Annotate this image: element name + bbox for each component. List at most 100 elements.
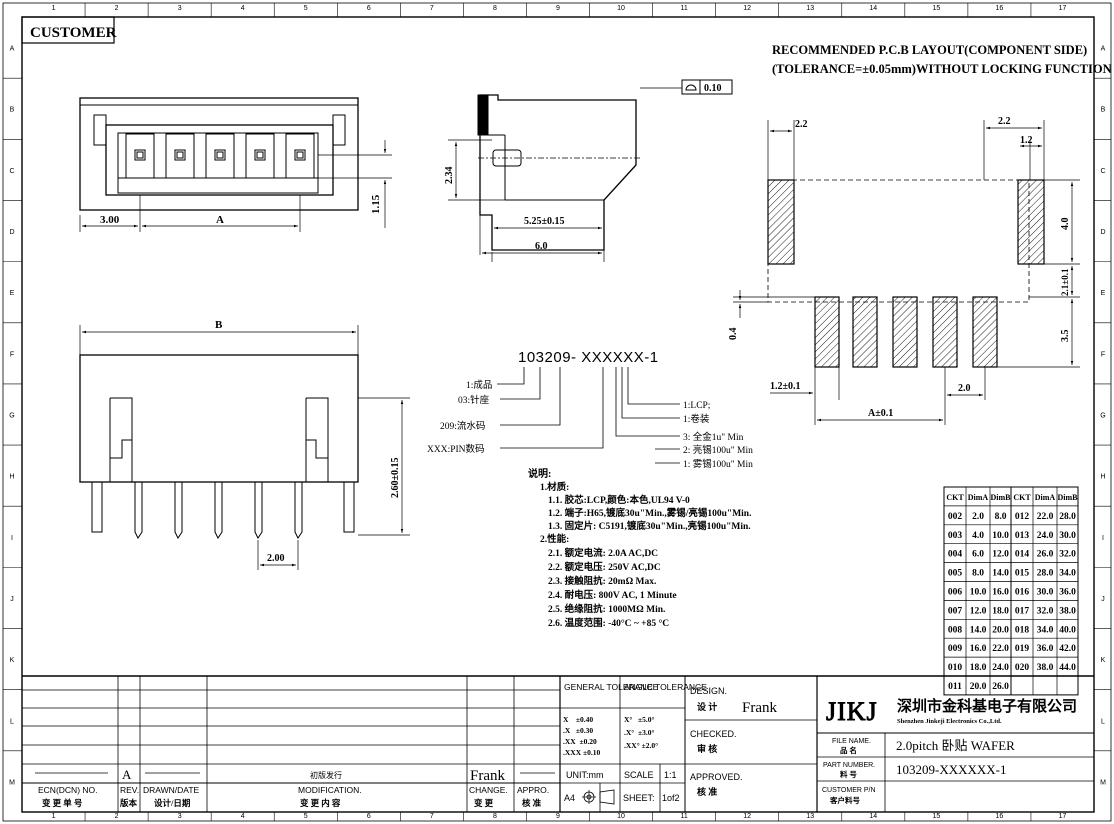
design-cn: 设 计 (697, 701, 717, 712)
rev-header-modification: MODIFICATION. (298, 785, 362, 795)
border-col-label-top: 10 (617, 5, 625, 12)
border-row-label-left: K (10, 657, 15, 664)
notes-line: 1.3. 固定片: C5191,镀底30u"Min.,亮锡100u"Min. (548, 520, 751, 532)
notes-line: 2.性能: (540, 533, 569, 545)
spec-notes: 说明: 1.材质: 1.1. 胶芯:LCP,颜色:本色,UL94 V-0 1.2… (528, 467, 751, 629)
dim-table-header-cell: DimA (1035, 493, 1056, 502)
border-row-label-left: L (10, 718, 14, 725)
border-row-label-right: D (1100, 229, 1105, 236)
rev-header-appro: APPRO. (517, 785, 549, 795)
customer-pn-cn: 客户料号 (829, 795, 860, 805)
dim-table-cell: 015 (1015, 569, 1030, 579)
rev-header-rev: REV. (120, 785, 139, 795)
dim-table-cell: 006 (948, 588, 963, 598)
pcb-dim-span: A±0.1 (868, 408, 893, 419)
checked-label: CHECKED. (690, 729, 737, 739)
border-col-label-bottom: 9 (556, 813, 560, 820)
dim-table-cell: 017 (1015, 606, 1030, 616)
side-view-flatness: 0.10 (704, 83, 722, 94)
notes-line: 2.6. 温度范围: -40°C ~ +85 °C (548, 617, 669, 629)
border-col-label-bottom: 7 (430, 813, 434, 820)
side-view-dim-total: 6.0 (535, 241, 548, 252)
dim-table-cell: 36.0 (1059, 588, 1076, 598)
side-view (448, 79, 733, 262)
customer-label: CUSTOMER (30, 25, 117, 41)
border-col-label-bottom: 16 (996, 813, 1004, 820)
border-row-label-left: B (10, 107, 15, 114)
angle-tolerance-value: .X° ±3.0° (624, 728, 655, 737)
dim-table-cell: 26.0 (1037, 550, 1054, 560)
border-row-label-left: I (11, 535, 13, 542)
part-code-label-right-1: 1:LCP; (683, 401, 710, 411)
revision-modification: 初版发行 (310, 770, 342, 780)
dim-table-cell: 14.0 (992, 569, 1009, 579)
designer-name: Frank (742, 700, 777, 716)
dim-table-cell: 013 (1015, 531, 1030, 541)
border-row-label-left: E (10, 290, 15, 297)
dim-table-header-cell: DimB (1058, 493, 1079, 502)
rev-header-drawn: DRAWN/DATE (143, 785, 200, 795)
dim-table-header-cell: DimA (968, 493, 989, 502)
border-row-label-right: K (1101, 657, 1106, 664)
border-col-label-bottom: 1 (52, 813, 56, 820)
border-row-label-right: I (1102, 535, 1104, 542)
border-col-label-top: 14 (869, 5, 877, 12)
dim-table-cell: 16.0 (992, 588, 1009, 598)
border-col-label-bottom: 12 (743, 813, 751, 820)
file-name-value: 2.0pitch 卧贴 WAFER (896, 738, 1015, 753)
border-column-markers: 1122334455667788991010111112121313141415… (52, 3, 1067, 821)
general-tolerance-value: .X ±0.30 (563, 726, 593, 735)
border-col-label-top: 15 (932, 5, 940, 12)
approved-label: APPROVED. (690, 772, 743, 782)
border-col-label-top: 17 (1059, 5, 1067, 12)
dim-table-cell: 20.0 (970, 682, 987, 692)
rev-header-appro-cn: 核 准 (522, 798, 542, 808)
pcb-dim-right-inner: 1.2 (1020, 135, 1033, 146)
side-view-dim-height: 2.34 (444, 167, 455, 185)
border-col-label-bottom: 5 (304, 813, 308, 820)
general-tolerance-label: GENERAL TOLERANCE (564, 682, 659, 692)
border-col-label-bottom: 11 (680, 813, 687, 820)
top-view-dim-a: A (216, 214, 224, 226)
company-logo: JIKJ (826, 697, 878, 726)
border-col-label-bottom: 13 (806, 813, 814, 820)
dim-table-cell: 26.0 (992, 682, 1009, 692)
front-view-dim-pitch: 2.00 (267, 553, 285, 564)
border-col-label-bottom: 10 (617, 813, 625, 820)
file-name-label: FILE NAME. (832, 738, 871, 745)
dim-table-cell: 12.0 (992, 550, 1009, 560)
border-col-label-bottom: 14 (869, 813, 877, 820)
dim-table-cell: 34.0 (1037, 625, 1054, 635)
border-col-label-top: 7 (430, 5, 434, 12)
border-col-label-top: 8 (493, 5, 497, 12)
design-label: DESIGN. (690, 686, 727, 696)
border-row-label-left: F (10, 351, 14, 358)
dim-table-cell: 30.0 (1037, 588, 1054, 598)
dim-table-cell: 016 (1015, 588, 1030, 598)
part-code-label-right-4: 2: 亮锡100u" Min (683, 444, 753, 456)
dim-table-cell: 18.0 (970, 663, 987, 673)
part-number-value: 103209-XXXXXX-1 (896, 762, 1007, 777)
dim-table-cell: 34.0 (1059, 569, 1076, 579)
approved-cn: 核 准 (697, 786, 717, 797)
dim-table-cell: 019 (1015, 644, 1030, 654)
part-code-label-left-3: 209:流水码 (440, 420, 485, 432)
dim-table-cell: 10.0 (992, 531, 1009, 541)
top-view-dim-left: 3.00 (100, 214, 120, 226)
rev-header-change: CHANGE. (469, 785, 508, 795)
part-code-label-right-2: 1:卷装 (683, 413, 710, 425)
front-view-dim-height: 2.60±0.15 (390, 458, 401, 499)
dim-table-cell: 28.0 (1059, 512, 1076, 522)
part-number-cn: 料 号 (840, 769, 857, 779)
pcb-dim-right-pad-width: 2.2 (998, 116, 1011, 127)
dim-table-cell: 12.0 (970, 606, 987, 616)
dim-table-cell: 16.0 (970, 644, 987, 654)
dim-table-cell: 005 (948, 569, 963, 579)
dim-table-cell: 004 (948, 550, 963, 560)
general-tolerance-value: X ±0.40 (563, 715, 593, 724)
part-code-label-left-4: XXX:PIN数码 (427, 443, 485, 455)
unit-label: UNIT:mm (566, 770, 604, 780)
border-row-label-right: L (1101, 718, 1105, 725)
